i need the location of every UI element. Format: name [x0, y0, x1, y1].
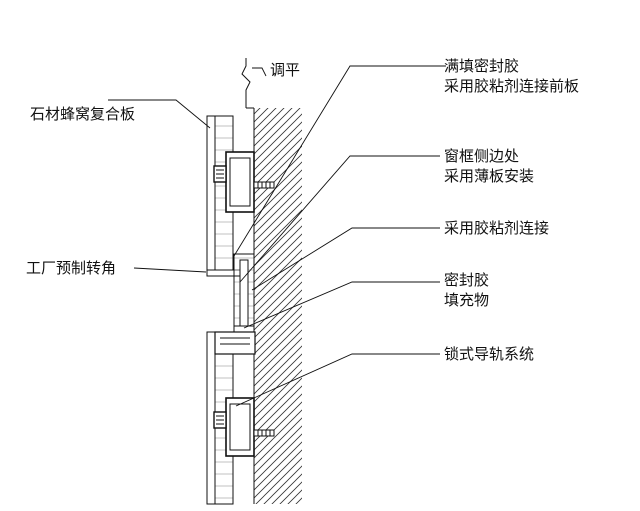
label-sealant-2: 填充物 — [444, 291, 490, 309]
leader-sealant-full — [233, 65, 446, 257]
label-window-2: 采用薄板安装 — [444, 167, 535, 185]
label-window-1: 窗框侧边处 — [444, 147, 520, 165]
label-adjust: 调平 — [270, 61, 301, 79]
upper-rail-bracket — [213, 151, 275, 213]
leader-window — [239, 155, 440, 283]
leader-lines — [108, 65, 446, 407]
label-factory-corner: 工厂预制转角 — [26, 259, 117, 277]
label-adhesive: 采用胶粘剂连接 — [444, 219, 550, 237]
label-stone-panel: 石材蜂窝复合板 — [30, 105, 136, 123]
label-rail: 锁式导轨系统 — [444, 345, 535, 363]
wall-substrate — [241, 58, 302, 504]
leader-factory-corner — [133, 267, 207, 273]
label-sealant-full-2: 采用胶粘剂连接前板 — [444, 77, 580, 95]
leader-adjust — [252, 67, 267, 77]
lower-rail-bracket — [213, 397, 275, 457]
leader-adhesive — [251, 227, 440, 291]
leader-stone-panel — [108, 99, 211, 129]
label-sealant-full-1: 满填密封胶 — [444, 57, 520, 75]
leader-sealant — [243, 281, 440, 329]
leader-rail — [235, 353, 440, 407]
label-sealant-1: 密封胶 — [444, 271, 490, 289]
